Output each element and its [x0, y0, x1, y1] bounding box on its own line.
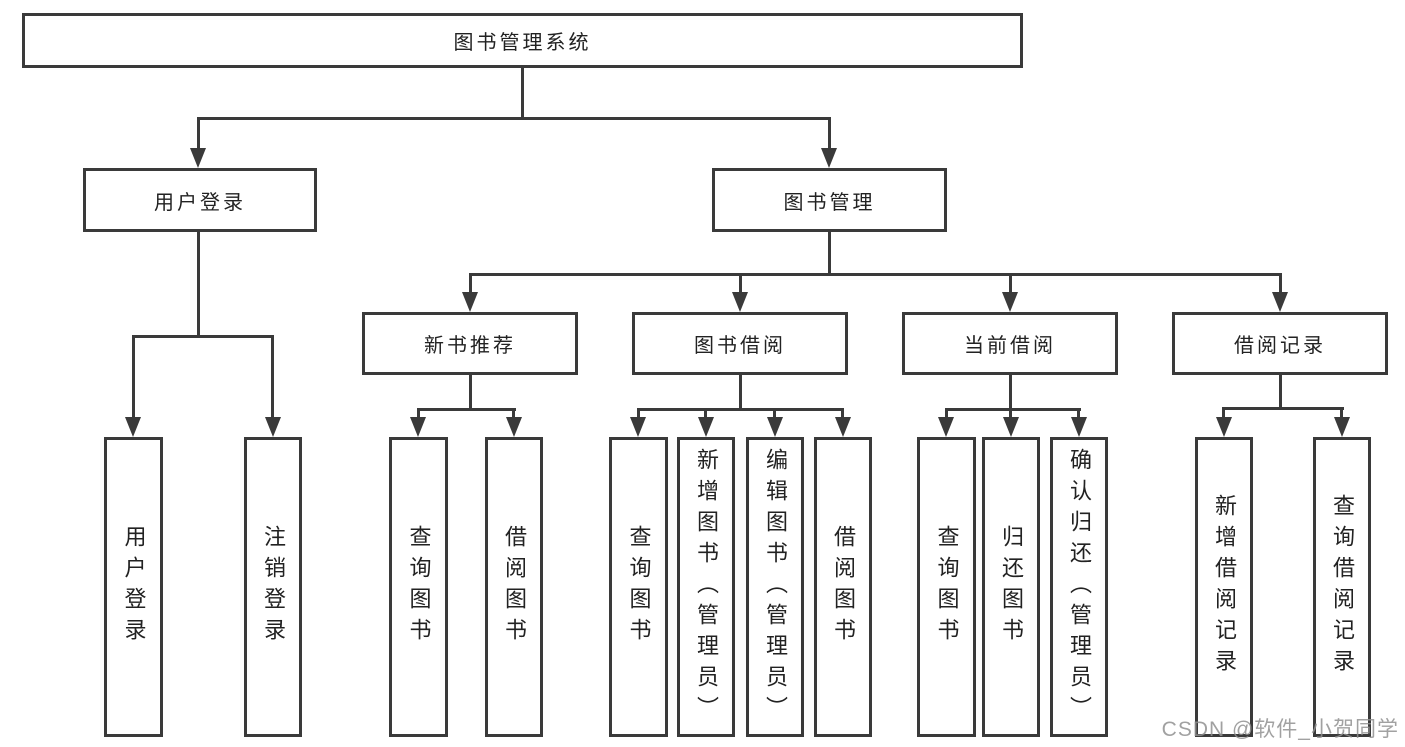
arrowhead-down-icon	[410, 417, 426, 437]
arrowhead-down-icon	[938, 417, 954, 437]
connector-line	[704, 408, 707, 417]
arrowhead-down-icon	[1272, 292, 1288, 312]
arrowhead-down-icon	[698, 417, 714, 437]
node-leaf-query-books-borrow: 查询图书	[609, 437, 668, 737]
node-user-login: 用户登录	[83, 168, 317, 232]
node-new-book-recommend: 新书推荐	[362, 312, 578, 375]
connector-line	[469, 273, 472, 292]
connector-line	[828, 117, 831, 148]
node-book-management: 图书管理	[712, 168, 947, 232]
node-leaf-logout: 注销登录	[244, 437, 302, 737]
connector-line	[1222, 407, 1344, 410]
arrowhead-down-icon	[767, 417, 783, 437]
arrowhead-down-icon	[1003, 417, 1019, 437]
connector-line	[1009, 408, 1012, 417]
arrowhead-down-icon	[190, 148, 206, 168]
arrowhead-down-icon	[732, 292, 748, 312]
connector-line	[271, 335, 274, 417]
connector-line	[132, 335, 135, 417]
connector-line	[1279, 375, 1282, 407]
connector-line	[1279, 273, 1282, 292]
arrowhead-down-icon	[630, 417, 646, 437]
arrowhead-down-icon	[265, 417, 281, 437]
node-borrowing-records: 借阅记录	[1172, 312, 1388, 375]
node-current-borrowing: 当前借阅	[902, 312, 1118, 375]
arrowhead-down-icon	[462, 292, 478, 312]
connector-line	[1009, 273, 1012, 292]
connector-line	[197, 117, 200, 148]
arrowhead-down-icon	[125, 417, 141, 437]
node-leaf-confirm-return-admin: 确认归还（管理员）	[1050, 437, 1108, 737]
node-leaf-query-borrow-record: 查询借阅记录	[1313, 437, 1371, 737]
connector-line	[1340, 407, 1343, 417]
arrowhead-down-icon	[835, 417, 851, 437]
connector-line	[132, 335, 274, 338]
connector-line	[1077, 408, 1080, 417]
connector-line	[739, 273, 742, 292]
connector-line	[469, 375, 472, 408]
arrowhead-down-icon	[1334, 417, 1350, 437]
connector-line	[417, 408, 420, 417]
arrowhead-down-icon	[506, 417, 522, 437]
connector-line	[197, 117, 831, 120]
connector-line	[945, 408, 948, 417]
watermark: CSDN @软件_小贺同学	[1161, 718, 1399, 741]
node-leaf-add-borrow-record: 新增借阅记录	[1195, 437, 1253, 737]
connector-line	[512, 408, 515, 417]
arrowhead-down-icon	[1071, 417, 1087, 437]
node-leaf-borrow-books: 借阅图书	[814, 437, 872, 737]
node-leaf-user-login: 用户登录	[104, 437, 163, 737]
arrowhead-down-icon	[821, 148, 837, 168]
node-leaf-query-books-current: 查询图书	[917, 437, 976, 737]
connector-line	[773, 408, 776, 417]
connector-line	[841, 408, 844, 417]
node-leaf-add-book-admin: 新增图书（管理员）	[677, 437, 735, 737]
node-book-borrowing: 图书借阅	[632, 312, 848, 375]
connector-line	[417, 408, 516, 411]
connector-line	[637, 408, 640, 417]
connector-line	[828, 232, 831, 273]
connector-line	[739, 375, 742, 408]
connector-line	[521, 68, 524, 117]
node-leaf-edit-book-admin: 编辑图书（管理员）	[746, 437, 804, 737]
connector-line	[1009, 375, 1012, 408]
connector-line	[469, 273, 1282, 276]
node-library-management-system: 图书管理系统	[22, 13, 1023, 68]
node-leaf-borrow-books-recommend: 借阅图书	[485, 437, 543, 737]
node-leaf-return-book: 归还图书	[982, 437, 1040, 737]
connector-line	[945, 408, 1081, 411]
connector-line	[637, 408, 844, 411]
connector-line	[1222, 407, 1225, 417]
arrowhead-down-icon	[1216, 417, 1232, 437]
connector-line	[197, 232, 200, 335]
arrowhead-down-icon	[1002, 292, 1018, 312]
node-leaf-query-books-recommend: 查询图书	[389, 437, 448, 737]
